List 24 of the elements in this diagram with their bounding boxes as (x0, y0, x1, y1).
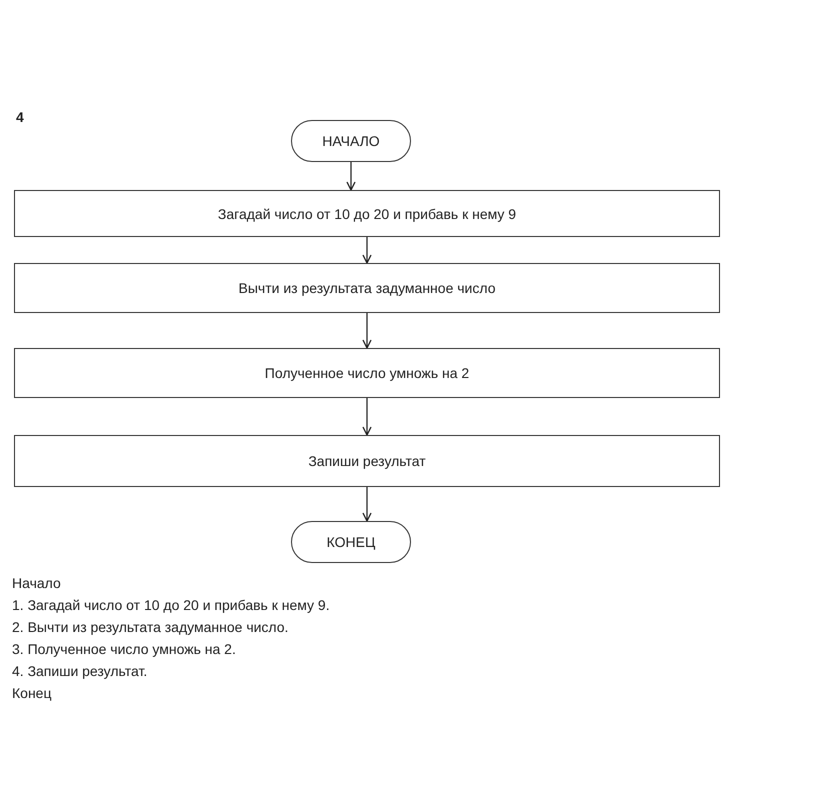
arrow (362, 313, 372, 349)
node-text: Запиши результат (308, 453, 426, 469)
process-box (14, 435, 720, 487)
node-text: Вычти из результата задуманное число (238, 280, 496, 296)
process-box (14, 348, 720, 398)
arrow (346, 162, 356, 191)
step-text: Конец (12, 685, 52, 701)
node-text: Полученное число умножь на 2 (264, 365, 470, 381)
arrow (362, 237, 372, 264)
step-text: Начало (12, 575, 61, 591)
node-text: КОНЕЦ (326, 534, 376, 550)
node-text: НАЧАЛО (322, 133, 380, 149)
step-text: 1. Загадай число от 10 до 20 и прибавь к нему 9. (12, 597, 330, 613)
step-text: 2. Вычти из результата задуманное число. (12, 619, 288, 635)
terminal-box (291, 120, 411, 162)
step-text: 3. Полученное число умножь на 2. (12, 641, 236, 657)
arrow (362, 398, 372, 436)
process-box (14, 263, 720, 313)
node-text: Загадай число от 10 до 20 и прибавь к нему 9 (218, 206, 516, 222)
figure-number: 4 (16, 109, 24, 125)
arrow (362, 487, 372, 522)
step-text: 4. Запиши результат. (12, 663, 148, 679)
process-box (14, 190, 720, 237)
terminal-box (291, 521, 411, 563)
